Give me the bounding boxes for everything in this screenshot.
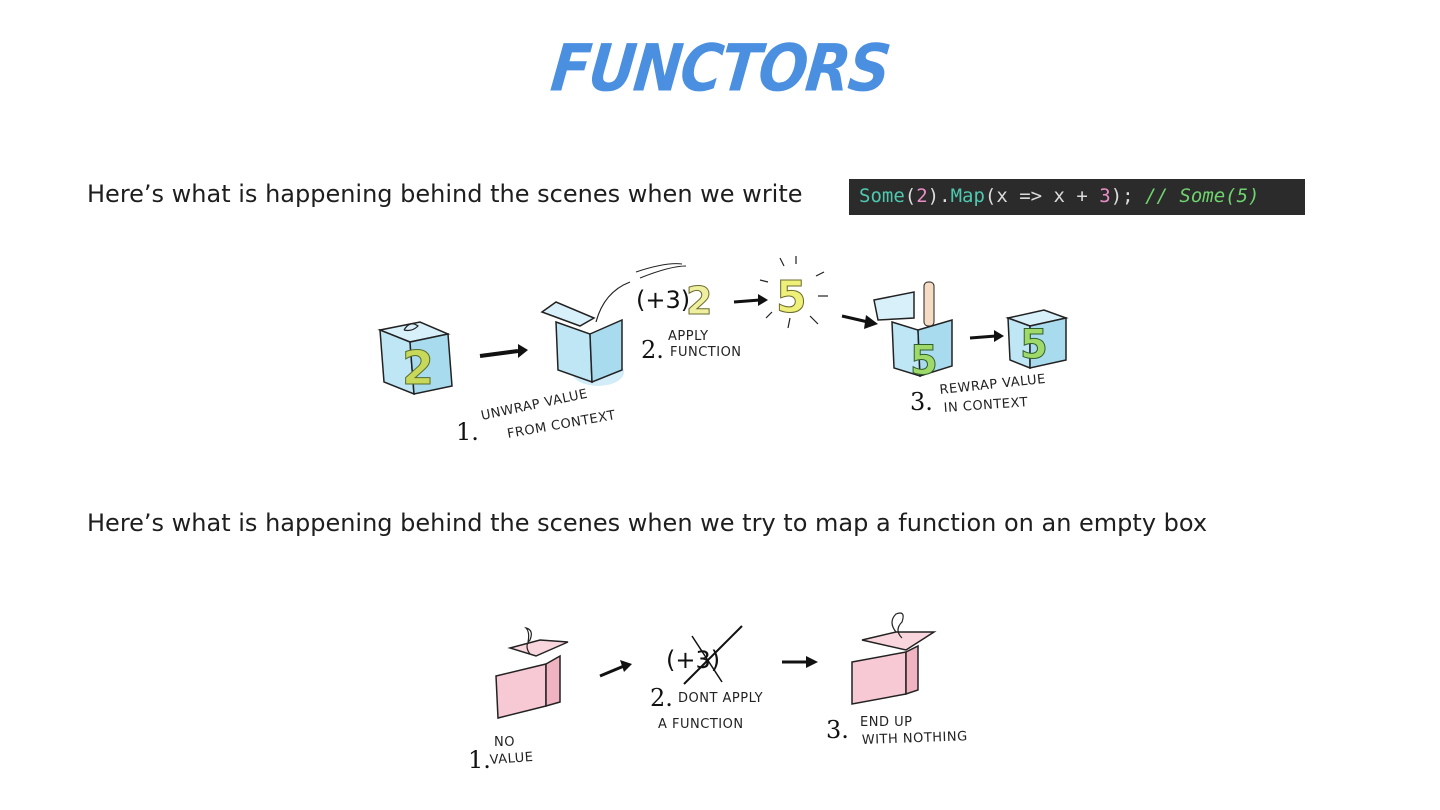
arrow-1 [479,349,519,358]
open-box [540,281,631,386]
code-snippet: Some(2).Map(x => x + 3); // Some(5) [849,179,1305,215]
fn-value-2: 2 [686,279,712,323]
step2-label-line2: FUNCTION [670,345,742,360]
code-close: ); [1110,185,1134,207]
empty-step2-line2: A FUNCTION [658,717,744,732]
result-value-5: 5 [776,272,807,323]
final-value-5: 5 [1020,322,1048,368]
box-value-2: 2 [402,341,434,395]
empty-step1-number: 1. [468,746,491,774]
step1-number: 1. [456,418,479,446]
rewrap-value-5: 5 [910,338,938,384]
apply-function: (+3) 2 2. APPLY FUNCTION [635,263,742,364]
empty-step2-line1: DONT APPLY [678,691,763,706]
arrow-3 [841,314,869,324]
step3-number: 3. [910,388,933,416]
empty-step3-line1: END UP [860,715,912,730]
code-some: Some [859,185,905,207]
empty-step3-number: 3. [826,716,849,744]
empty-arrow-1 [599,664,625,678]
result-5: 5 [759,256,828,329]
rewrap-box: 5 [873,281,953,385]
code-map: Map [950,185,985,207]
crossed-function: (+3) [666,625,743,685]
empty-step1-line2: VALUE [489,750,534,768]
code-close-dot: ). [927,185,951,207]
step2-number: 2. [641,336,664,364]
empty-step3-line2: WITH NOTHING [862,729,968,748]
fn-plus-3: (+3) [636,286,690,314]
arrow-4 [969,334,997,340]
step3-label-line2: IN CONTEXT [943,395,1028,416]
empty-box-text: Here’s what is happening behind the scen… [87,509,1208,537]
arrow-2 [733,298,761,304]
code-three: 3 [1099,185,1111,207]
code-arg: 2 [916,185,928,207]
box-with-value-2: 2 [377,321,453,396]
empty-step1-line1: NO [494,735,515,750]
empty-step2-number: 2. [650,684,673,712]
empty-box-1 [495,626,569,719]
code-comment: // Some(5) [1145,185,1260,207]
intro-text: Here’s what is happening behind the scen… [87,180,803,208]
empty-box-2 [851,612,937,705]
code-lambda: (x => x + [984,185,1100,207]
code-open-paren: ( [904,185,917,207]
final-box: 5 [1005,309,1069,370]
empty-fn-plus-3: (+3) [666,646,720,674]
step2-label-line1: APPLY [668,329,709,344]
